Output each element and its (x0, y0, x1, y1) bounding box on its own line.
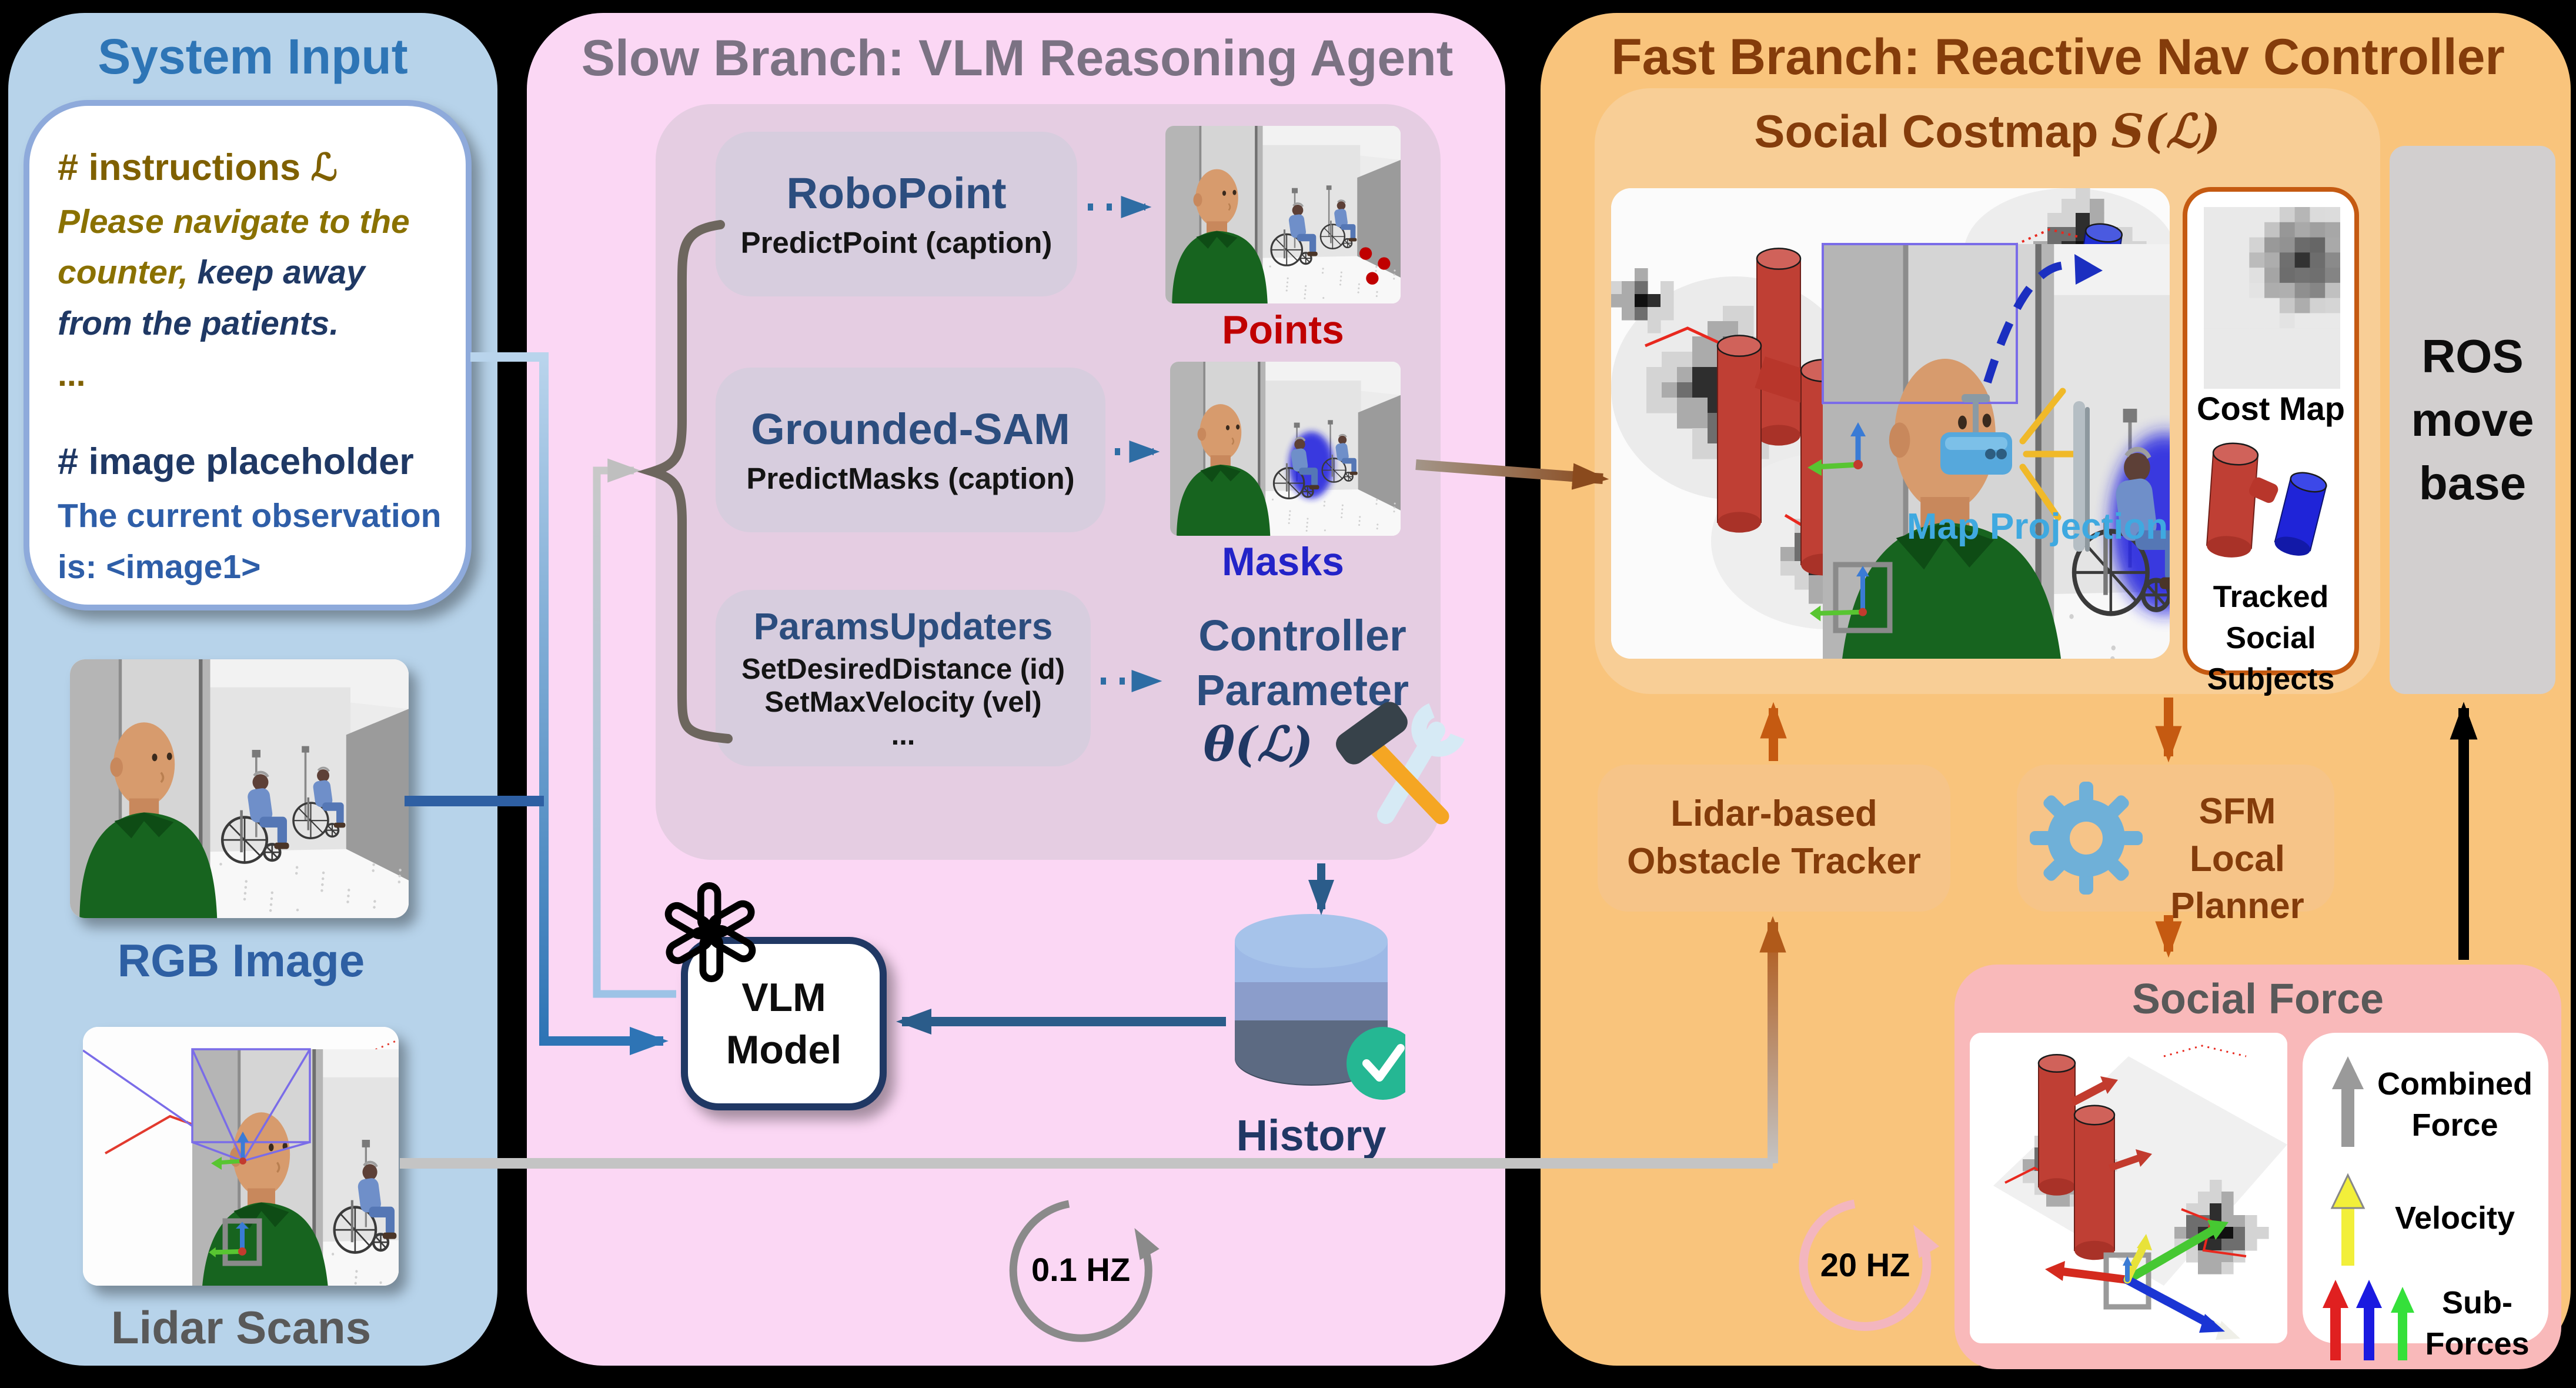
grounded-sam-box: Grounded-SAM PredictMasks (caption) (716, 368, 1105, 532)
params-updaters-box: ParamsUpdaters SetDesiredDistance (id) S… (716, 590, 1091, 766)
image-placeholder-line: is: <image1> (58, 548, 261, 586)
system-input-title: System Input (98, 29, 408, 84)
grounded-sam-title: Grounded-SAM (751, 405, 1070, 453)
instruction-line: Please navigate to the (58, 202, 410, 241)
lidar-scans-image (83, 1027, 399, 1286)
vlm-model-box: VLM Model (681, 937, 887, 1110)
prompt-box (24, 100, 472, 610)
combined-force-arrow-icon (2327, 1053, 2368, 1153)
obstacle-tracker-label: Lidar-based Obstacle Tracker (1627, 793, 1921, 882)
sub-forces-label: Sub-Forces (2425, 1285, 2530, 1362)
params-fn1: SetDesiredDistance (id) (741, 653, 1065, 685)
ros-move-base-label: ROS move base (2411, 330, 2534, 509)
social-force-title: Social Force (2131, 976, 2384, 1023)
image-placeholder-line: The current observation (58, 497, 442, 535)
points-label: Points (1222, 308, 1344, 352)
social-force-image (1970, 1033, 2287, 1343)
sfm-planner-label: SFM Local Planner (2170, 791, 2304, 927)
image-placeholder-heading: # image placeholder (58, 441, 414, 483)
cost-map-thumbnail (2204, 207, 2341, 389)
points-image (1165, 126, 1401, 303)
sub-forces-arrows-icon (2319, 1275, 2419, 1363)
fast-branch-title: Fast Branch: Reactive Nav Controller (1611, 29, 2505, 85)
params-fn2: SetMaxVelocity (vel) (764, 686, 1042, 718)
robopoint-title: RoboPoint (786, 169, 1007, 218)
tracked-subjects-icon (2199, 436, 2346, 572)
masks-image (1170, 362, 1401, 536)
instruction-line: counter, keep away (58, 253, 365, 292)
costmap-symbol: S(ℒ) (2111, 105, 2221, 158)
robopoint-box: RoboPoint PredictPoint (caption) (716, 132, 1077, 296)
history-label: History (1236, 1111, 1386, 1160)
velocity-label: Velocity (2394, 1200, 2515, 1236)
slow-rate-label: 0.1 HZ (1031, 1251, 1131, 1288)
social-costmap-title: Social Costmap S(ℒ) (1754, 105, 2221, 158)
params-title: ParamsUpdaters (753, 605, 1053, 648)
obstacle-tracker-box: Lidar-based Obstacle Tracker (1598, 765, 1950, 912)
ros-move-base-box: ROS move base (2390, 146, 2555, 694)
vlm-model-label: VLM Model (726, 975, 842, 1072)
grounded-sam-fn: PredictMasks (caption) (746, 462, 1075, 495)
ellipsis: ... (58, 355, 86, 393)
map-projection-label: Map Projection (1906, 506, 2169, 547)
controller-parameter-symbol: θ(ℒ) (1203, 716, 1314, 772)
lidar-scans-label: Lidar Scans (111, 1302, 372, 1353)
controller-parameter-label: Controller Parameter (1195, 611, 1409, 715)
rgb-image-label: RGB Image (117, 935, 365, 986)
gear-icon (2027, 779, 2145, 897)
openai-icon (657, 879, 763, 985)
robopoint-fn: PredictPoint (caption) (740, 226, 1053, 259)
slow-branch-title: Slow Branch: VLM Reasoning Agent (581, 30, 1454, 86)
params-ellipsis: ... (891, 719, 916, 751)
instruction-line: from the patients. (58, 305, 339, 342)
fast-rate-label: 20 HZ (1820, 1246, 1910, 1283)
hammer-wrench-icon (1332, 700, 1470, 838)
rgb-image (70, 659, 409, 918)
cost-map-label: Cost Map (2197, 390, 2345, 427)
velocity-arrow-icon (2327, 1172, 2368, 1266)
prompt-text: # instructions ℒ Please navigate to the … (58, 140, 446, 592)
social-costmap-image (1611, 188, 2170, 659)
combined-force-label: Combined Force (2377, 1066, 2532, 1143)
history-database-icon (1229, 906, 1419, 1112)
tracked-subjects-label: Tracked Social Subjects (2207, 580, 2335, 697)
masks-label: Masks (1222, 539, 1344, 584)
instructions-heading: # instructions ℒ (58, 147, 338, 188)
